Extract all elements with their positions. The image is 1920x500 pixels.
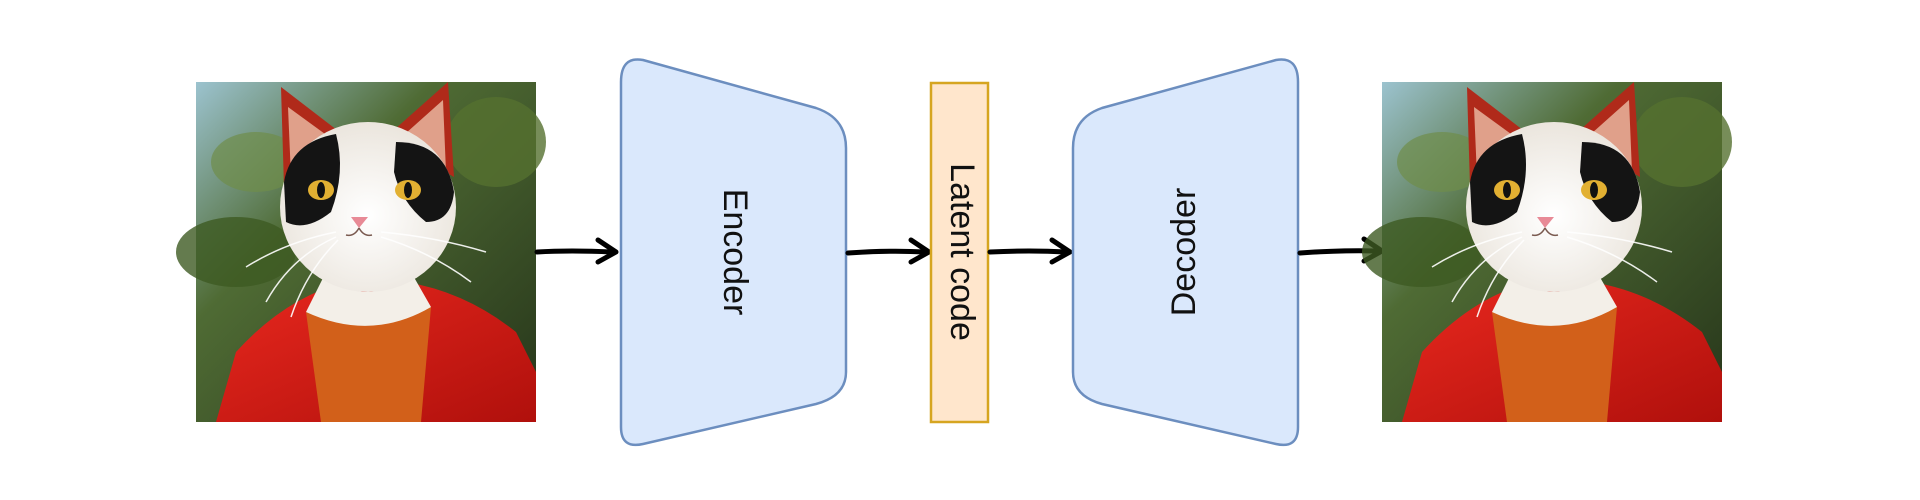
latent-code-block: Latent code [929, 81, 990, 424]
decoder-label: Decoder [1165, 188, 1203, 317]
input-image [175, 81, 547, 423]
encoder-block: Encoder [619, 58, 848, 447]
arrow-input-to-encoder [534, 237, 619, 265]
latent-code-label: Latent code [943, 163, 981, 341]
encoder-label: Encoder [716, 189, 754, 316]
arrow-encoder-to-latent [845, 237, 932, 265]
arrow-latent-to-decoder [987, 237, 1073, 265]
decoder-block: Decoder [1071, 58, 1300, 447]
output-image [1361, 81, 1733, 423]
